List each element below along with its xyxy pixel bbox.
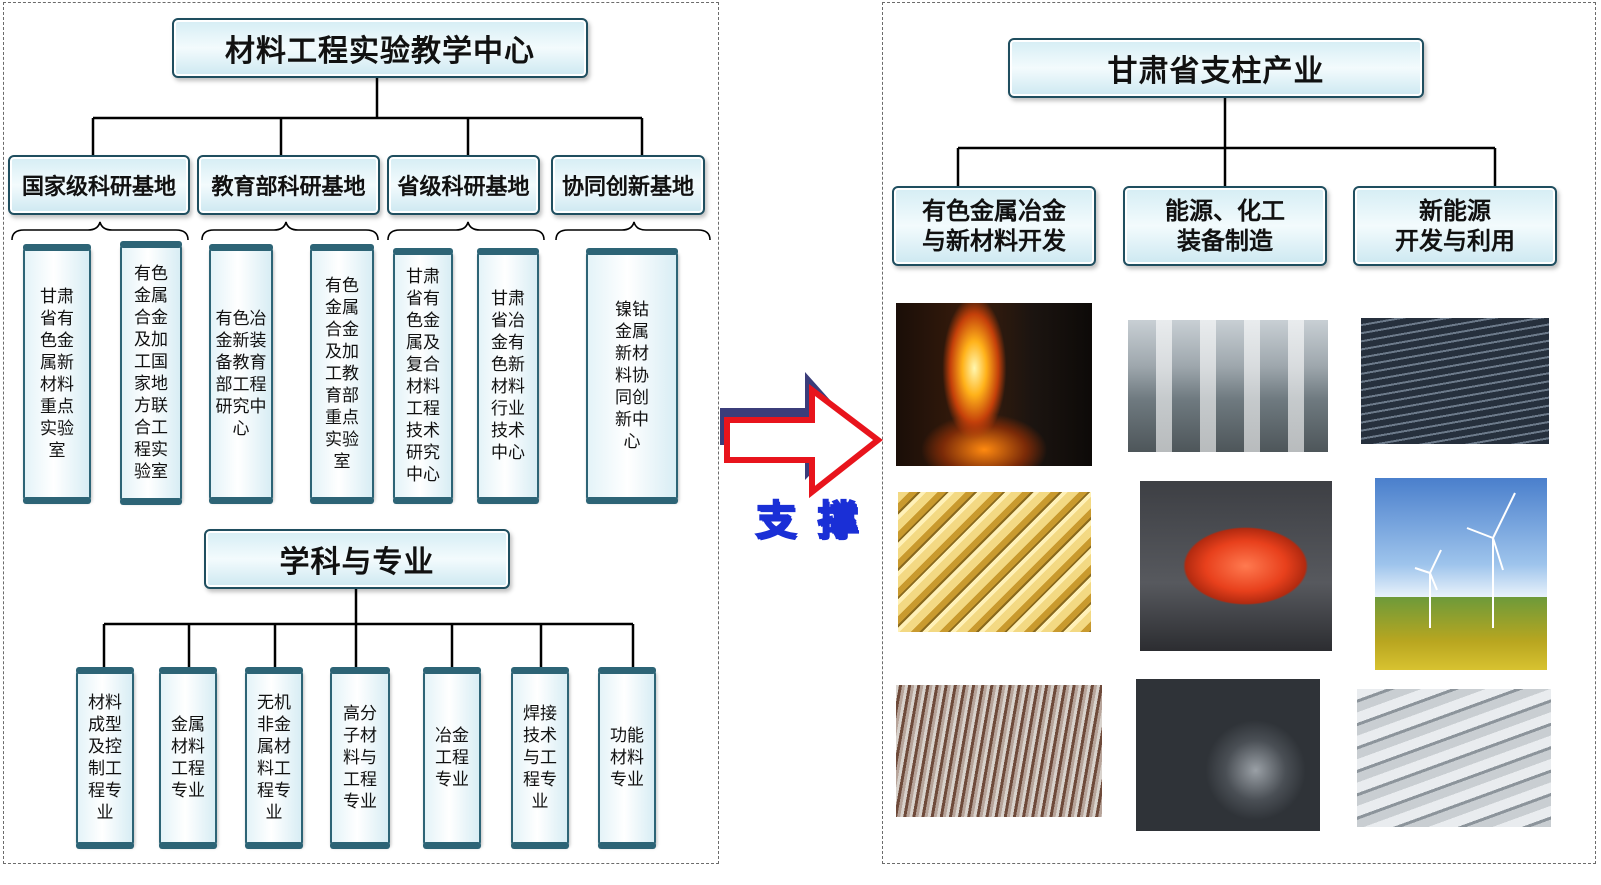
major-pill: 功能 材料 专业 <box>598 667 656 849</box>
major-pill: 焊接 技术 与工 程专 业 <box>511 667 569 849</box>
discipline-title: 学科与专业 <box>204 529 510 589</box>
lab-pill: 甘肃 省有 色金 属新 材料 重点 实验 室 <box>23 244 91 504</box>
lab-pill: 镍钴 金属 新材 料协 同创 新中 心 <box>586 248 678 504</box>
steel-bars-photo <box>896 685 1102 817</box>
lab-pill: 甘肃 省有 色金 属及 复合 材料 工程 技术 研究 中心 <box>393 248 453 504</box>
lab-pill: 甘肃 省冶 金有 色新 材料 行业 技术 中心 <box>477 248 539 504</box>
left-panel <box>3 2 719 864</box>
major-pill: 金属 材料 工程 专业 <box>159 667 217 849</box>
solar-concentrator-photo <box>1357 689 1551 827</box>
equipment-photo <box>1136 679 1320 831</box>
industry-nonferrous: 有色金属冶金 与新材料开发 <box>892 186 1096 266</box>
solar-panels-photo <box>1361 318 1549 444</box>
moe-research-base: 教育部科研基地 <box>197 155 380 215</box>
lab-pill: 有色冶 金新装 备教育 部工程 研究中 心 <box>209 244 273 504</box>
major-pill: 高分 子材 料与 工程 专业 <box>330 667 390 849</box>
pressure-vessel-photo <box>1140 481 1332 651</box>
major-pill: 材料 成型 及控 制工 程专 业 <box>76 667 134 849</box>
support-label: 支 撑 <box>755 497 862 545</box>
factory-floor-photo <box>1128 320 1328 452</box>
pillar-industry-title: 甘肃省支柱产业 <box>1008 38 1424 98</box>
wind-turbines-photo <box>1375 478 1547 670</box>
industry-energy-chemical: 能源、化工 装备制造 <box>1123 186 1327 266</box>
turbine-icon <box>1414 492 1516 628</box>
industry-new-energy: 新能源 开发与利用 <box>1353 186 1557 266</box>
brass-rods-photo <box>898 492 1091 632</box>
major-pill: 无机 非金 属材 料工 程专 业 <box>245 667 303 849</box>
lab-pill: 有色 金属 合金 及加 工教 育部 重点 实验 室 <box>310 244 374 504</box>
collaborative-innovation-base: 协同创新基地 <box>551 155 705 215</box>
national-research-base: 国家级科研基地 <box>8 155 190 215</box>
major-pill: 冶金 工程 专业 <box>423 667 481 849</box>
molten-metal-photo <box>896 303 1092 466</box>
provincial-research-base: 省级科研基地 <box>387 155 540 215</box>
lab-pill: 有色 金属 合金 及加 工国 家地 方联 合工 程实 验室 <box>120 241 182 505</box>
teaching-center-title: 材料工程实验教学中心 <box>172 18 588 78</box>
